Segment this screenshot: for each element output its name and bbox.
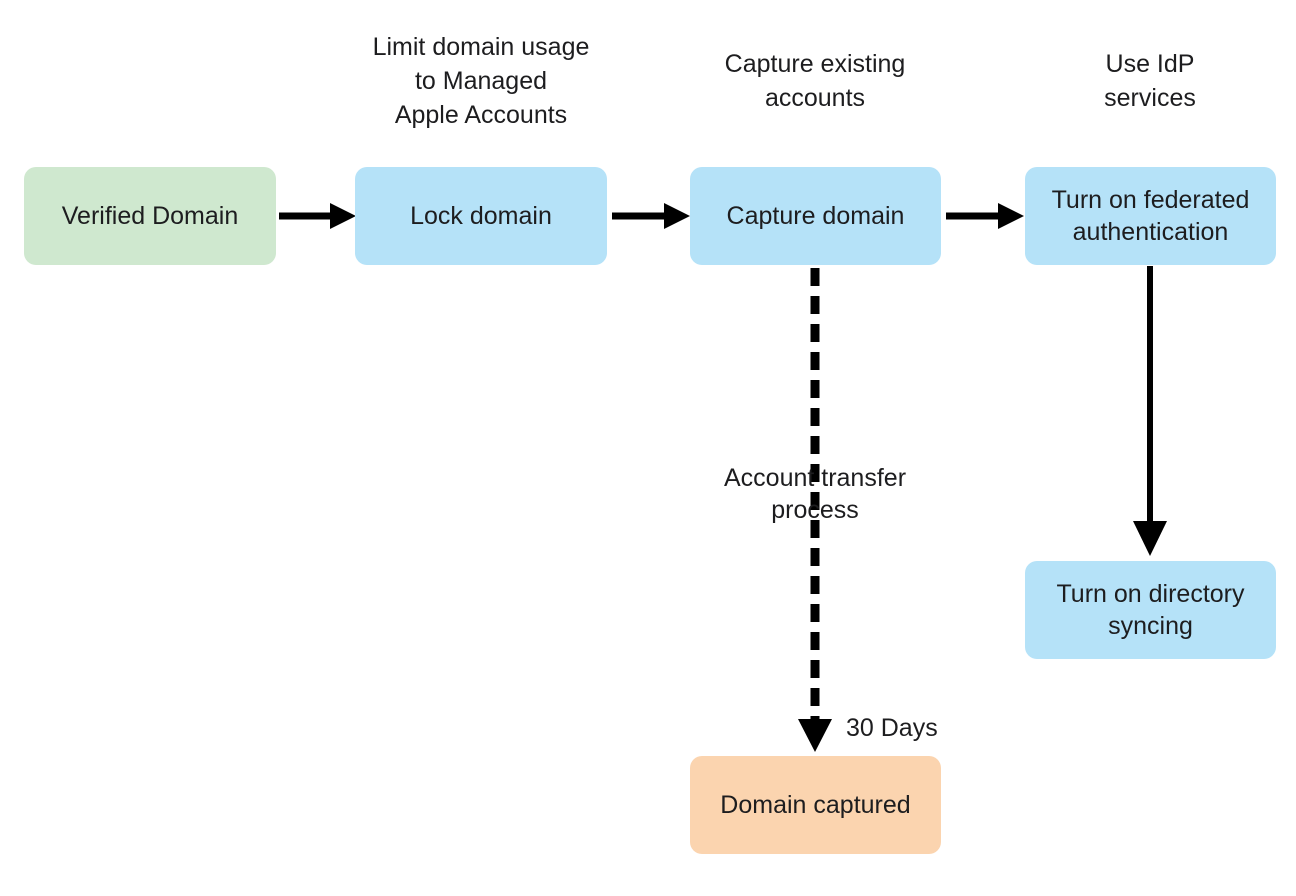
- connector-verified-to-lock: [279, 203, 356, 229]
- node-turn-on-federated-authentication[interactable]: Turn on federated authentication: [1025, 167, 1276, 265]
- node-lock-domain[interactable]: Lock domain: [355, 167, 607, 265]
- caption-capture-existing-accounts: Capture existing accounts: [724, 50, 906, 112]
- edge-label-30-days: 30 Days: [846, 714, 938, 742]
- node-domain-captured[interactable]: Domain captured: [690, 756, 941, 854]
- node-capture-domain[interactable]: Capture domain: [690, 167, 941, 265]
- connector-lock-to-capture: [612, 203, 690, 229]
- connector-federated-to-directory-syncing: [1133, 266, 1167, 556]
- node-verified-domain[interactable]: Verified Domain: [24, 167, 276, 265]
- connector-capture-to-federated: [946, 203, 1024, 229]
- caption-limit-domain-usage: Limit domain usage to Managed Apple Acco…: [372, 33, 590, 129]
- caption-use-idp-services: Use IdP services: [1104, 50, 1196, 112]
- edge-label-account-transfer-process: Account transfer process: [723, 464, 907, 524]
- node-turn-on-directory-syncing[interactable]: Turn on directory syncing: [1025, 561, 1276, 659]
